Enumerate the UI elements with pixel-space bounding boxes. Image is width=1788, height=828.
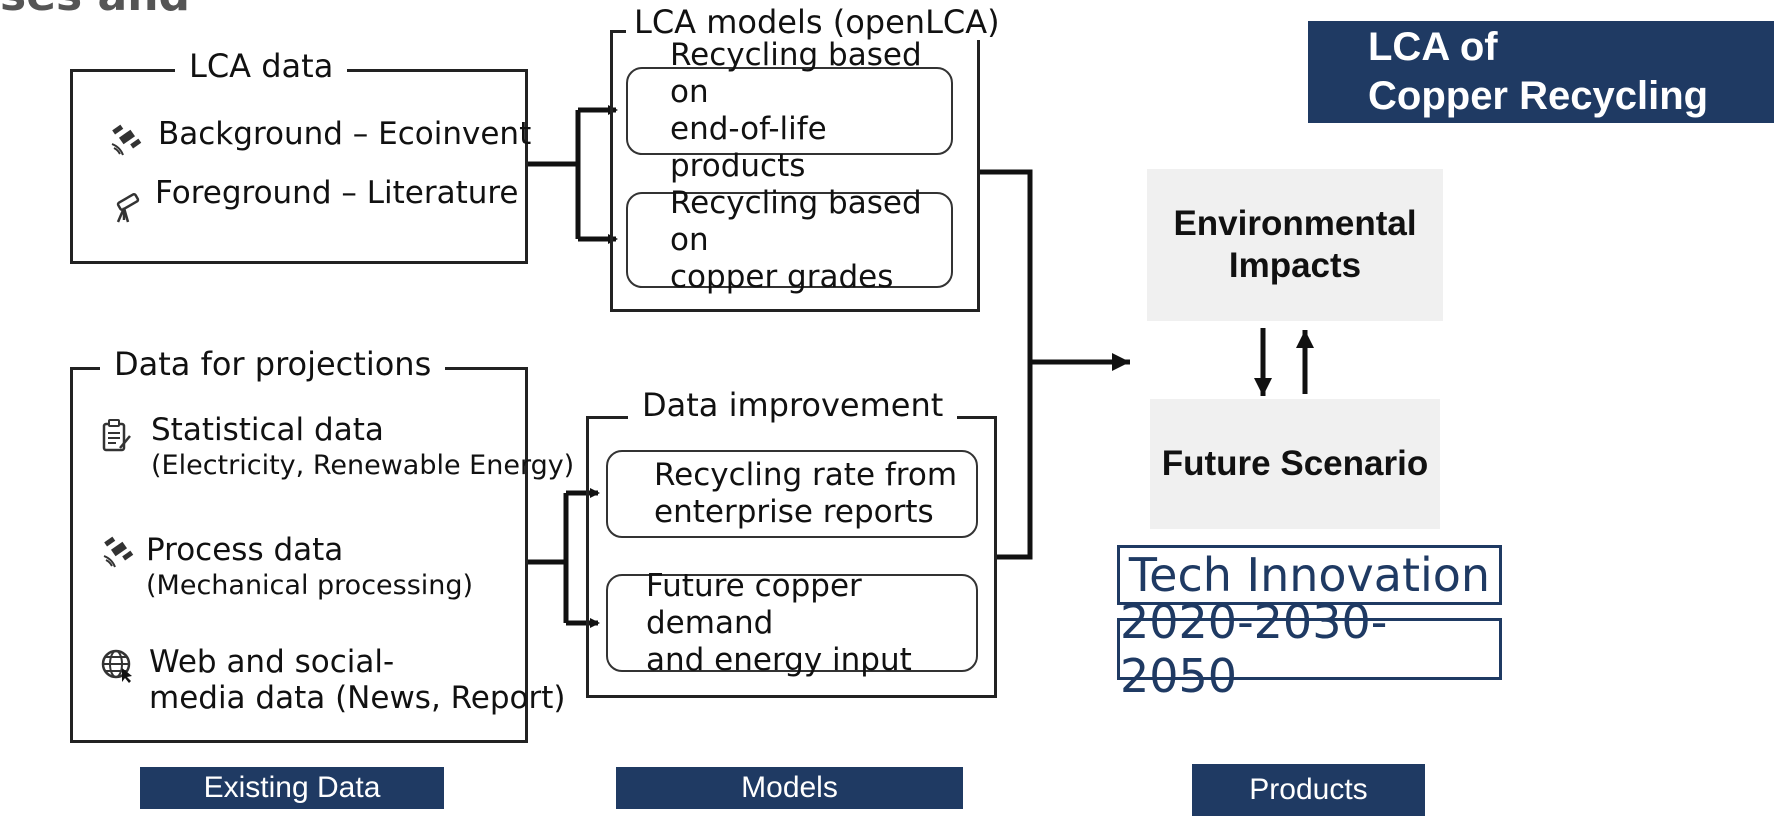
footer-products: Products <box>1192 764 1425 816</box>
improvement-box-recycling-rate: Recycling rate from enterprise reports <box>606 450 978 538</box>
title-box-line2: Copper Recycling <box>1368 74 1709 118</box>
model-box-end-of-life-line1: Recycling based on <box>670 37 922 110</box>
improvement-box-future-demand: Future copper demand and energy input <box>606 568 978 678</box>
clipboard-icon <box>102 419 131 452</box>
improvement-box-future-demand-line2: and energy input <box>646 641 912 678</box>
title-box-line1: LCA of <box>1368 25 1498 69</box>
telescope-icon <box>116 193 140 223</box>
projection-item-web-line2: media data (News, Report) <box>149 680 566 716</box>
future-scenario-box: Future Scenario <box>1150 399 1440 529</box>
model-box-end-of-life: Recycling based on end-of-life products <box>626 37 953 184</box>
improvement-box-recycling-rate-line1: Recycling rate from <box>654 457 958 493</box>
years-box: 2020-2030-2050 <box>1117 595 1502 703</box>
lca-models-title: LCA models (openLCA) <box>626 4 1008 40</box>
footer-existing-data: Existing Data <box>140 767 444 809</box>
projection-item-statistical-line1: Statistical data <box>151 412 384 448</box>
projection-item-statistical-line2: (Electricity, Renewable Energy) <box>151 450 575 481</box>
satellite-icon <box>103 536 134 568</box>
lca-item-background: Background – Ecoinvent <box>158 116 532 152</box>
clipped-heading: ses and Data <box>0 0 290 12</box>
satellite-icon <box>111 124 142 156</box>
projections-title: Data for projections <box>100 346 446 382</box>
footer-models: Models <box>616 767 963 809</box>
model-box-copper-grades: Recycling based on copper grades <box>626 185 953 295</box>
model-box-copper-grades-line2: copper grades <box>670 258 894 295</box>
improvement-box-future-demand-line1: Future copper demand <box>646 567 862 641</box>
environmental-impacts-box: Environmental Impacts <box>1147 169 1443 321</box>
improvement-box-recycling-rate-line2: enterprise reports <box>654 494 934 530</box>
projection-item-process-line1: Process data <box>146 532 344 568</box>
lca-data-group <box>70 69 528 264</box>
projection-item-web-line1: Web and social- <box>149 644 395 680</box>
data-improvement-title: Data improvement <box>628 387 958 423</box>
globe-cursor-icon <box>101 649 132 683</box>
lca-item-foreground: Foreground – Literature <box>155 175 519 211</box>
projection-item-statistical: Statistical data (Electricity, Renewable… <box>151 412 574 484</box>
model-box-copper-grades-line1: Recycling based on <box>670 184 922 258</box>
clipped-heading-text: ses and Data <box>0 0 290 12</box>
projection-item-process-line2: (Mechanical processing) <box>146 570 474 601</box>
environmental-impacts-line1: Environmental <box>1173 204 1417 243</box>
title-box: LCA of Copper Recycling <box>1308 21 1774 123</box>
lca-data-title: LCA data <box>175 48 348 84</box>
projection-item-process: Process data (Mechanical processing) <box>146 532 473 604</box>
tech-innovation-box: Tech Innovation <box>1117 545 1502 605</box>
projection-item-web: Web and social- media data (News, Report… <box>149 644 566 716</box>
environmental-impacts-line2: Impacts <box>1228 246 1362 285</box>
model-box-end-of-life-line2: end-of-life products <box>670 111 827 184</box>
